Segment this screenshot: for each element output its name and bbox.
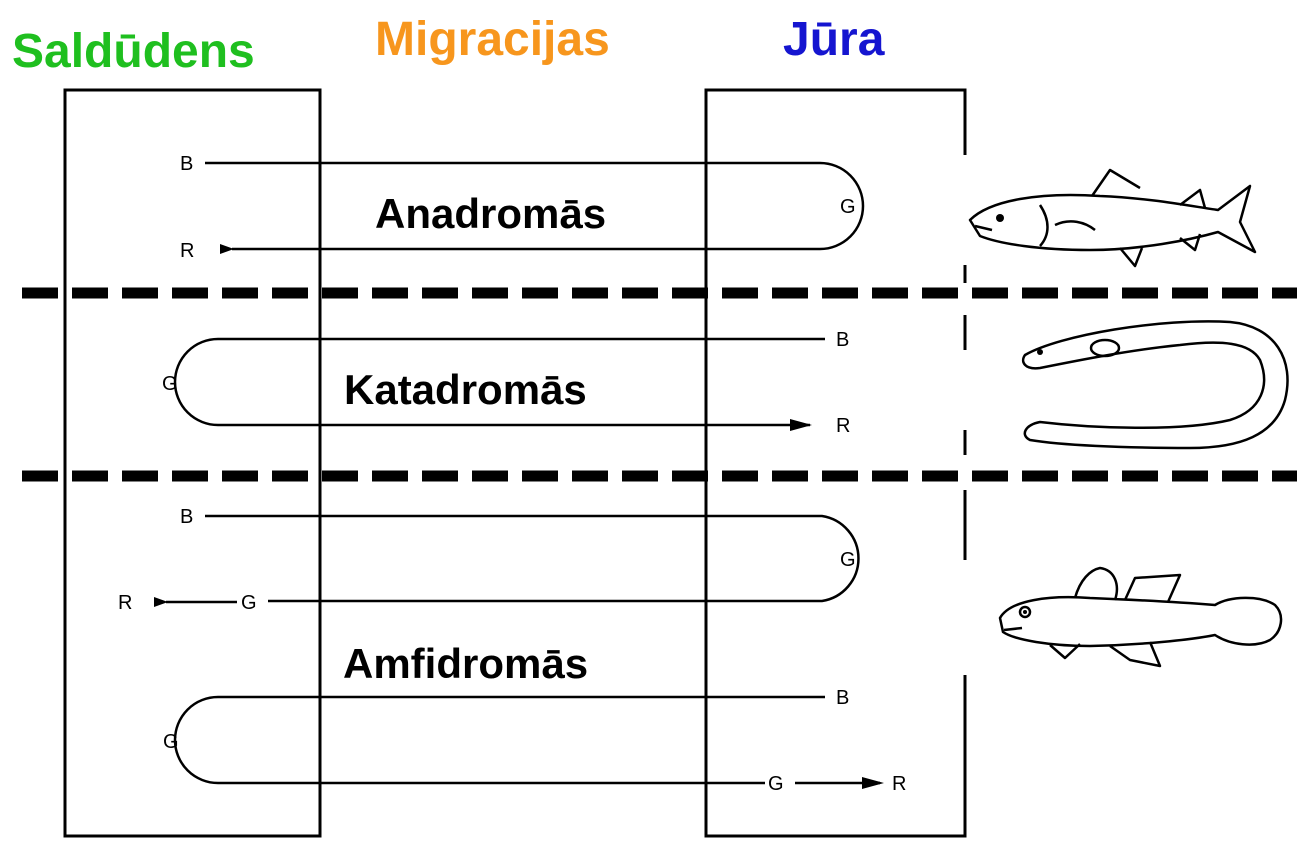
migration-path-catadromous — [173, 337, 825, 427]
letter-birth: B — [180, 153, 193, 175]
letter-reproduction: R — [892, 773, 906, 795]
group-label-anadromous: Anadromās — [375, 190, 606, 237]
goby-icon — [998, 566, 1283, 668]
amphidromous-group: B G G R B G G R Amfidromās — [118, 506, 906, 795]
letter-birth: B — [836, 687, 849, 709]
group-label-catadromous: Katadromās — [344, 366, 587, 413]
letter-reproduction: R — [180, 240, 194, 262]
letter-growth: G — [840, 549, 856, 571]
migration-path-amphidromous-bottom — [173, 695, 825, 785]
letter-reproduction: R — [836, 415, 850, 437]
arrowhead — [862, 777, 884, 789]
group-label-amphidromous: Amfidromās — [343, 640, 588, 687]
letter-growth: G — [840, 196, 856, 218]
letter-growth: G — [163, 731, 179, 753]
letter-reproduction: R — [118, 592, 132, 614]
sea-box — [704, 88, 967, 838]
letter-growth: G — [162, 373, 178, 395]
letter-growth: G — [241, 592, 257, 614]
freshwater-box — [63, 88, 322, 838]
header-sea: Jūra — [783, 13, 885, 66]
letter-growth: G — [768, 773, 784, 795]
salmon-icon — [968, 168, 1257, 268]
migration-path-amphidromous-top — [205, 514, 860, 603]
migration-path-anadromous — [205, 161, 865, 254]
letter-birth: B — [180, 506, 193, 528]
anadromous-group: B G R Anadromās — [180, 153, 865, 262]
arrowhead — [790, 419, 812, 431]
catadromous-group: B G R Katadromās — [162, 329, 850, 437]
header-migrations: Migracijas — [375, 13, 610, 66]
letter-birth: B — [836, 329, 849, 351]
eel-icon — [1021, 320, 1289, 450]
header-freshwater: Saldūdens — [12, 25, 255, 78]
